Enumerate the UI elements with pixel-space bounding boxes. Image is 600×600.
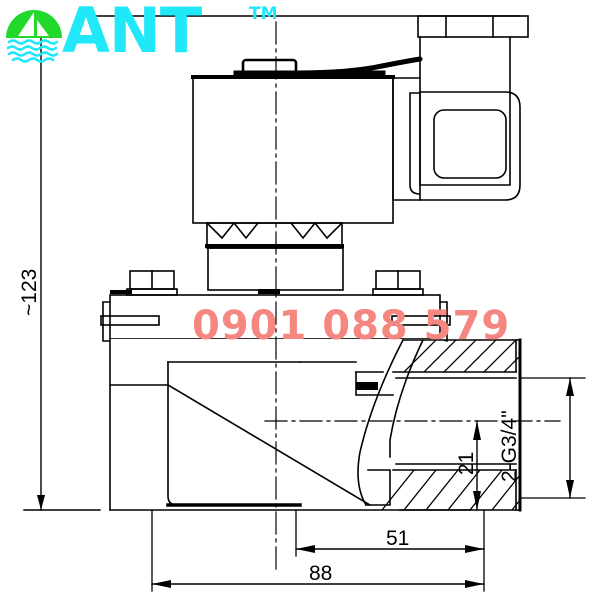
hex-nut-chamfer-4 xyxy=(313,221,344,240)
dimension-label-overall-width: 88 xyxy=(309,562,333,585)
dimension-overall-width xyxy=(151,510,485,592)
solenoid-coil xyxy=(192,77,394,224)
watermark-phone: 0901 088 579 xyxy=(192,303,511,349)
centerlines xyxy=(264,21,561,571)
din-connector-neck xyxy=(392,77,421,201)
hex-nut-chamfer-1 xyxy=(205,221,236,240)
arrow-left xyxy=(152,580,171,588)
arrow-up xyxy=(473,421,481,440)
arrow-down xyxy=(473,491,481,510)
dimension-port-length xyxy=(295,510,485,557)
section-hatch-lower xyxy=(381,469,521,511)
flange-bolt-left-shaft xyxy=(100,315,160,326)
dimension-label-port-thread: 2-G3/4" xyxy=(498,410,521,482)
lead-wire xyxy=(293,56,423,76)
arrow-up xyxy=(566,378,574,396)
dimension-label-port-bore: 21 xyxy=(455,451,478,475)
valve-body-taper xyxy=(166,383,372,507)
flange-bolt-right-shaft xyxy=(391,315,451,326)
din-connector-cap xyxy=(417,15,529,38)
hex-nut-chamfer-2 xyxy=(232,221,260,240)
diaphragm-outer-curve xyxy=(357,338,405,507)
din-connector-shoulder xyxy=(409,92,421,195)
seat-pocket xyxy=(355,371,394,396)
seat-seal xyxy=(356,382,378,390)
flange-bolt-left-washer xyxy=(126,288,178,296)
flange-key-center xyxy=(258,289,280,294)
diaphragm-inner-curve xyxy=(389,338,425,458)
flange-tab-left xyxy=(102,301,111,342)
arrow-left xyxy=(296,545,315,553)
flange-key-left xyxy=(110,290,132,294)
dimension-port-thread xyxy=(519,377,586,499)
arrow-right xyxy=(465,545,484,553)
section-hatch-upper xyxy=(403,339,521,373)
arrow-up xyxy=(37,18,45,33)
coil-top-tab xyxy=(241,58,298,75)
arrow-right xyxy=(465,580,484,588)
valve-body-fill xyxy=(110,339,470,510)
hex-nut-chamfer-3 xyxy=(289,221,317,240)
arrow-down xyxy=(37,495,45,510)
din-connector-gasket-window xyxy=(433,109,507,179)
dimension-label-port-length: 51 xyxy=(386,527,410,550)
dimension-height xyxy=(23,17,101,511)
dimension-port-bore xyxy=(473,420,481,511)
dimension-label-height: ~123 xyxy=(18,268,41,316)
flange-bolt-right-washer xyxy=(372,288,424,296)
diaphragm-seat xyxy=(365,469,391,506)
din-connector-block xyxy=(419,91,521,201)
arrow-down xyxy=(566,480,574,498)
